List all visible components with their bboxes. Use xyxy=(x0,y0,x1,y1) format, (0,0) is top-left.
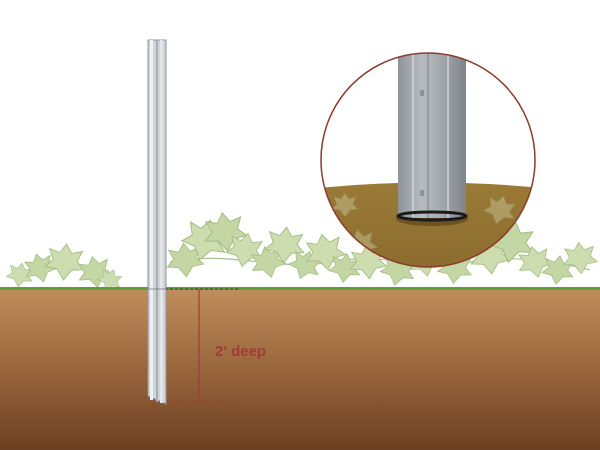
zoom-detail-circle xyxy=(320,52,536,268)
grapevine-leaves-icon xyxy=(5,212,599,291)
grass-line xyxy=(0,287,600,290)
soil xyxy=(0,289,600,450)
vine-leaf-icon xyxy=(331,192,359,218)
vine-leaf-icon xyxy=(225,232,263,268)
vine-leaf-icon xyxy=(482,195,516,225)
vine-leaf-icon xyxy=(97,269,123,291)
depth-label: 2' deep xyxy=(215,343,266,360)
metal-fence-post-icon xyxy=(147,39,167,405)
vine-leaf-icon xyxy=(518,246,554,278)
post-collar-icon xyxy=(396,210,468,222)
vine-leaf-icon xyxy=(264,226,305,264)
vine-leaf-icon xyxy=(305,233,347,271)
depth-measurement: 2' deep xyxy=(165,288,266,404)
vine-leaf-icon xyxy=(44,243,85,281)
vine-leaf-icon xyxy=(24,253,58,283)
vine-leaf-icon xyxy=(562,241,599,275)
zoom-post-icon xyxy=(398,53,466,218)
